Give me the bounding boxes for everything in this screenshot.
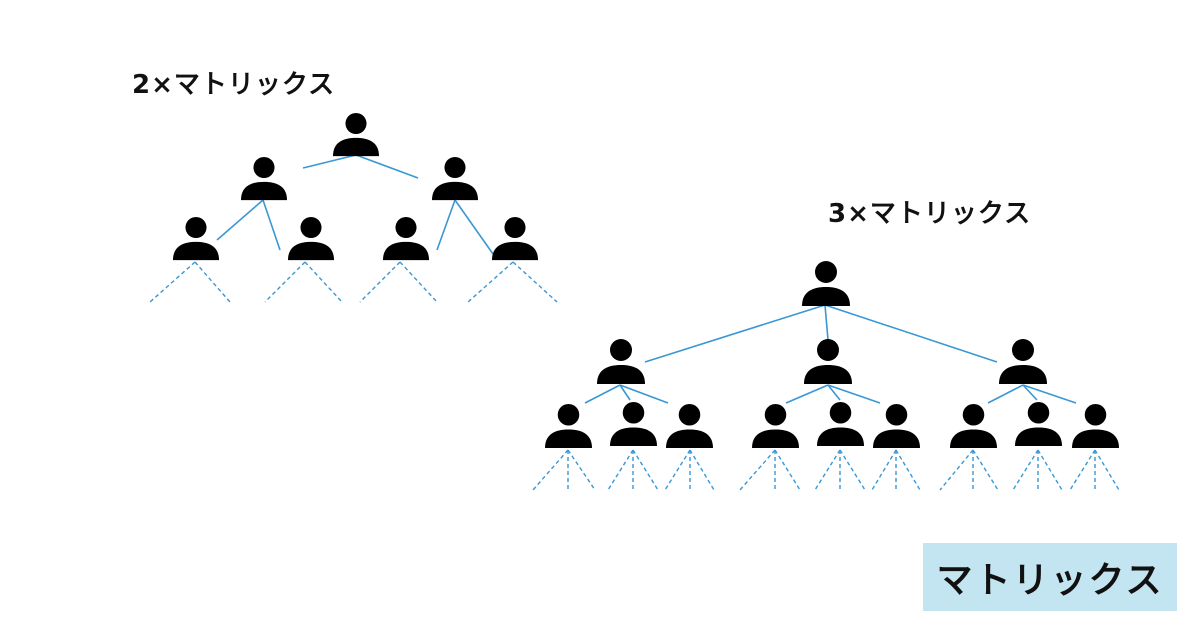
person-icon xyxy=(817,401,864,447)
person-icon xyxy=(333,112,379,157)
dashed-branch xyxy=(1094,449,1120,491)
connector xyxy=(262,199,281,251)
three-matrix-connectors xyxy=(584,304,1077,404)
dashed-branch xyxy=(149,261,196,303)
two-matrix-label: 2×マトリックス xyxy=(132,70,336,100)
connector xyxy=(302,154,357,169)
connector xyxy=(785,384,829,404)
two-matrix-connectors xyxy=(216,154,494,255)
person-icon xyxy=(999,339,1047,384)
person-icon xyxy=(950,403,997,449)
connector xyxy=(584,384,621,404)
connector xyxy=(1022,384,1038,401)
person-icon xyxy=(802,261,850,306)
connector xyxy=(216,199,264,241)
dashed-branch xyxy=(739,449,776,491)
dashed-branch xyxy=(532,449,569,491)
connector xyxy=(436,199,456,251)
connector xyxy=(1022,384,1077,404)
two-matrix-people xyxy=(173,112,538,261)
person-icon xyxy=(432,156,478,201)
three-matrix-label: 3×マトリックス xyxy=(828,199,1032,229)
dashed-branch xyxy=(1037,449,1063,491)
connector xyxy=(454,199,494,255)
matrix-badge: マトリックス xyxy=(923,543,1177,611)
connector xyxy=(355,154,419,179)
connector xyxy=(824,304,829,341)
connector xyxy=(987,384,1024,404)
person-icon xyxy=(241,156,287,201)
dashed-branch xyxy=(871,449,897,491)
two-matrix-dashed-branches xyxy=(149,261,558,303)
person-icon xyxy=(1015,401,1062,447)
person-icon xyxy=(383,216,429,261)
connector xyxy=(619,384,631,401)
connector xyxy=(619,384,669,404)
three-matrix-dashed-branches xyxy=(532,449,1120,491)
person-icon xyxy=(610,401,657,447)
person-icon xyxy=(173,216,219,261)
dashed-branch xyxy=(512,261,558,303)
connector xyxy=(644,304,826,363)
dashed-branch xyxy=(264,261,306,303)
person-icon xyxy=(666,403,713,449)
person-icon xyxy=(545,403,592,449)
dashed-branch xyxy=(607,449,634,491)
dashed-branch xyxy=(632,449,659,491)
person-icon xyxy=(597,339,645,384)
dashed-branch xyxy=(972,449,999,491)
dashed-branch xyxy=(774,449,801,491)
dashed-branch xyxy=(939,449,974,491)
dashed-branch xyxy=(359,261,401,303)
person-icon xyxy=(288,216,334,261)
dashed-branch xyxy=(304,261,343,303)
dashed-branch xyxy=(895,449,921,491)
person-icon xyxy=(873,403,920,449)
connector xyxy=(824,304,998,363)
dashed-branch xyxy=(664,449,691,491)
dashed-branch xyxy=(814,449,841,491)
person-icon xyxy=(492,216,538,261)
person-icon xyxy=(752,403,799,449)
dashed-branch xyxy=(839,449,866,491)
dashed-branch xyxy=(689,449,715,491)
dashed-branch xyxy=(194,261,231,303)
connector xyxy=(827,384,841,401)
person-icon xyxy=(804,339,852,384)
dashed-branch xyxy=(467,261,514,303)
dashed-branch xyxy=(399,261,438,303)
dashed-branch xyxy=(1069,449,1096,491)
dashed-branch xyxy=(1012,449,1039,491)
three-matrix-people xyxy=(545,261,1119,449)
dashed-branch xyxy=(567,449,596,491)
person-icon xyxy=(1072,403,1119,449)
connector xyxy=(827,384,881,404)
